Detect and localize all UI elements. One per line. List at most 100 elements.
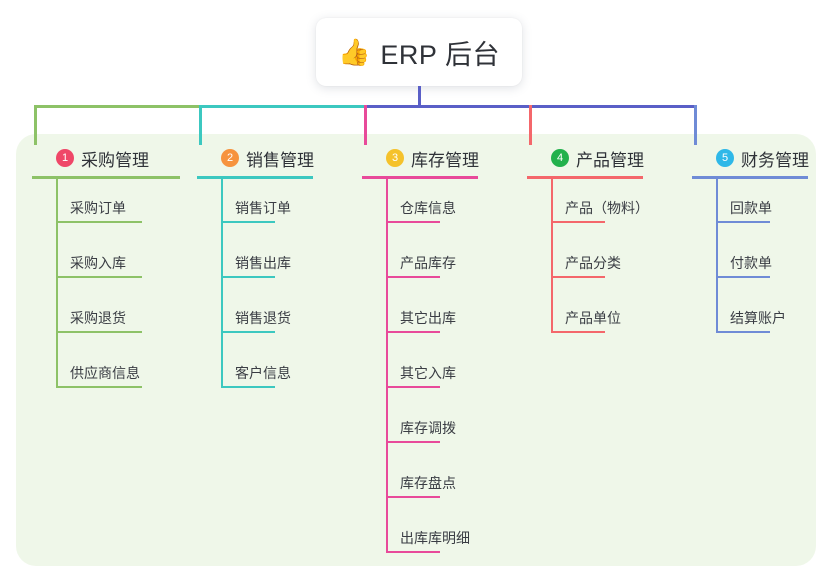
branch-spine bbox=[386, 179, 388, 553]
branch-header-1[interactable]: 1 采购管理 bbox=[32, 145, 180, 171]
branch-spine bbox=[716, 179, 718, 333]
branch-number-badge: 5 bbox=[716, 149, 734, 167]
branch-item[interactable]: 供应商信息 bbox=[32, 344, 180, 399]
thumbs-up-icon: 👍 bbox=[338, 37, 371, 67]
branch-item[interactable]: 销售退货 bbox=[197, 289, 313, 344]
branch-item[interactable]: 其它出库 bbox=[362, 289, 478, 344]
branch-item-label: 采购退货 bbox=[70, 310, 126, 326]
branch-column-1: 1 采购管理采购订单采购入库采购退货供应商信息 bbox=[32, 145, 180, 399]
branch-items: 回款单付款单结算账户 bbox=[692, 179, 808, 344]
branch-items: 销售订单销售出库销售退货客户信息 bbox=[197, 179, 313, 399]
branch-item[interactable]: 产品单位 bbox=[527, 289, 643, 344]
branch-item-underline bbox=[56, 221, 142, 223]
branch-item[interactable]: 采购订单 bbox=[32, 179, 180, 234]
branch-item[interactable]: 出库库明细 bbox=[362, 509, 478, 564]
branch-item-underline bbox=[386, 496, 440, 498]
connector-bar-segment-2 bbox=[199, 105, 364, 108]
branch-item-underline bbox=[551, 276, 605, 278]
branch-item-label: 结算账户 bbox=[730, 310, 786, 326]
branch-item-label: 产品单位 bbox=[565, 310, 621, 326]
branch-header-4[interactable]: 4 产品管理 bbox=[527, 145, 644, 171]
branch-item-label: 产品分类 bbox=[565, 255, 621, 271]
connector-drop-5 bbox=[694, 105, 697, 145]
branch-header-underline bbox=[692, 176, 808, 179]
branch-spine bbox=[221, 179, 223, 388]
branch-item-label: 出库库明细 bbox=[400, 530, 470, 546]
branch-item-label: 产品库存 bbox=[400, 255, 456, 271]
branch-item[interactable]: 采购入库 bbox=[32, 234, 180, 289]
branch-item-underline bbox=[386, 386, 440, 388]
branch-item[interactable]: 结算账户 bbox=[692, 289, 808, 344]
root-stem-connector bbox=[418, 86, 421, 106]
branch-item[interactable]: 销售订单 bbox=[197, 179, 313, 234]
branch-title: 产品管理 bbox=[576, 150, 644, 170]
branch-item[interactable]: 产品库存 bbox=[362, 234, 478, 289]
branch-items: 采购订单采购入库采购退货供应商信息 bbox=[32, 179, 180, 399]
branch-item[interactable]: 产品分类 bbox=[527, 234, 643, 289]
branch-number-badge: 1 bbox=[56, 149, 74, 167]
branch-item-label: 付款单 bbox=[730, 255, 772, 271]
branch-spine bbox=[551, 179, 553, 333]
branch-column-2: 2 销售管理销售订单销售出库销售退货客户信息 bbox=[197, 145, 314, 399]
branch-header-3[interactable]: 3 库存管理 bbox=[362, 145, 479, 171]
branch-item[interactable]: 回款单 bbox=[692, 179, 808, 234]
root-title: ERP 后台 bbox=[380, 39, 500, 70]
branch-item-underline bbox=[56, 331, 142, 333]
branch-item-underline bbox=[551, 221, 605, 223]
branch-item[interactable]: 客户信息 bbox=[197, 344, 313, 399]
branch-items: 仓库信息产品库存其它出库其它入库库存调拨库存盘点出库库明细 bbox=[362, 179, 478, 564]
branch-title: 销售管理 bbox=[246, 150, 314, 170]
branch-item[interactable]: 库存调拨 bbox=[362, 399, 478, 454]
connector-drop-4 bbox=[529, 105, 532, 145]
branch-item-underline bbox=[716, 331, 770, 333]
branch-item[interactable]: 库存盘点 bbox=[362, 454, 478, 509]
branch-item-label: 库存盘点 bbox=[400, 475, 456, 491]
branch-item-underline bbox=[386, 441, 440, 443]
branch-item-underline bbox=[221, 331, 275, 333]
branch-header-2[interactable]: 2 销售管理 bbox=[197, 145, 314, 171]
branch-column-4: 4 产品管理产品（物料） 产品分类产品单位 bbox=[527, 145, 649, 344]
branch-item-underline bbox=[386, 551, 440, 553]
branch-number-badge: 2 bbox=[221, 149, 239, 167]
branch-column-5: 5 财务管理回款单付款单结算账户 bbox=[692, 145, 809, 344]
connector-drop-2 bbox=[199, 105, 202, 145]
branch-spine bbox=[56, 179, 58, 388]
branch-number-badge: 4 bbox=[551, 149, 569, 167]
branch-item[interactable]: 付款单 bbox=[692, 234, 808, 289]
branch-item-label: 仓库信息 bbox=[400, 200, 456, 216]
branch-title: 库存管理 bbox=[411, 150, 479, 170]
branch-item-label: 采购入库 bbox=[70, 255, 126, 271]
connector-drop-1 bbox=[34, 105, 37, 145]
branch-item-underline bbox=[551, 331, 605, 333]
branch-item[interactable]: 产品（物料） bbox=[527, 179, 649, 234]
branch-item-underline bbox=[716, 221, 770, 223]
branch-header-underline bbox=[527, 176, 643, 179]
branch-item-underline bbox=[386, 276, 440, 278]
branch-item[interactable]: 仓库信息 bbox=[362, 179, 478, 234]
branch-title: 财务管理 bbox=[741, 150, 809, 170]
branch-item[interactable]: 销售出库 bbox=[197, 234, 313, 289]
connector-drop-3 bbox=[364, 105, 367, 145]
branch-item-underline bbox=[386, 221, 440, 223]
root-node[interactable]: 👍 ERP 后台 bbox=[316, 18, 522, 86]
branch-header-underline bbox=[197, 176, 313, 179]
branch-item-label: 产品（物料） bbox=[565, 200, 649, 216]
branch-item-underline bbox=[221, 221, 275, 223]
connector-bar-segment-1 bbox=[34, 105, 199, 108]
branch-item-underline bbox=[56, 386, 142, 388]
branch-item[interactable]: 采购退货 bbox=[32, 289, 180, 344]
connector-bar-segment-3 bbox=[364, 105, 529, 108]
branch-item-label: 库存调拨 bbox=[400, 420, 456, 436]
branch-number-badge: 3 bbox=[386, 149, 404, 167]
branch-item-label: 其它入库 bbox=[400, 365, 456, 381]
branch-title: 采购管理 bbox=[81, 150, 149, 170]
branch-item[interactable]: 其它入库 bbox=[362, 344, 478, 399]
branch-header-5[interactable]: 5 财务管理 bbox=[692, 145, 809, 171]
branch-items: 产品（物料） 产品分类产品单位 bbox=[527, 179, 649, 344]
branch-item-label: 客户信息 bbox=[235, 365, 291, 381]
branch-item-underline bbox=[221, 386, 275, 388]
branch-item-label: 销售出库 bbox=[235, 255, 291, 271]
branch-item-label: 其它出库 bbox=[400, 310, 456, 326]
branch-column-3: 3 库存管理仓库信息产品库存其它出库其它入库库存调拨库存盘点出库库明细 bbox=[362, 145, 479, 564]
